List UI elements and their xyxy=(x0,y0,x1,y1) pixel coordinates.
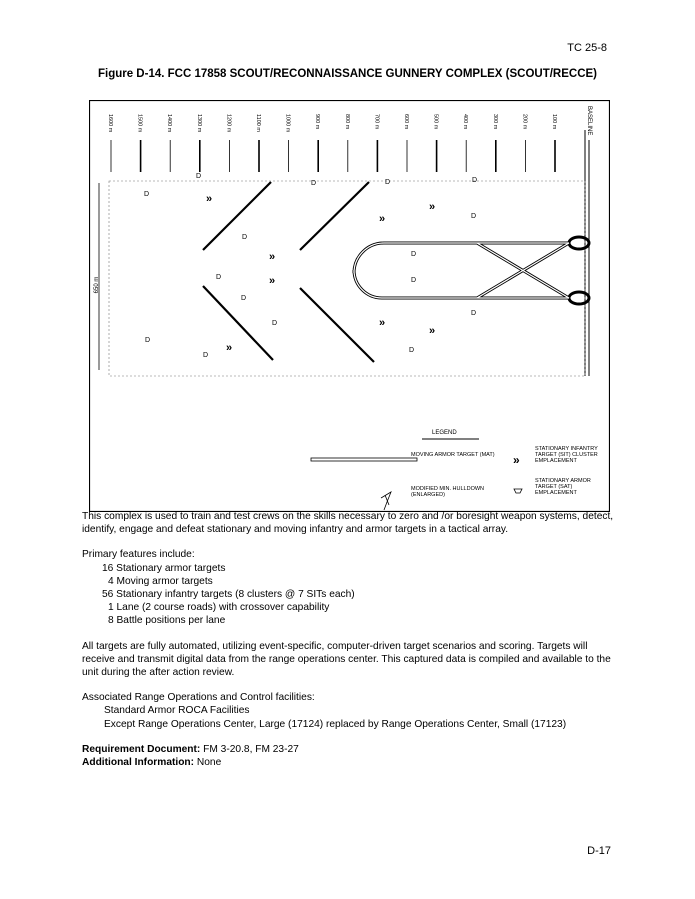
mat-legend-icon xyxy=(310,457,418,462)
facility-item: Except Range Operations Center, Large (1… xyxy=(104,718,567,730)
range-marker-label: 1400 m xyxy=(166,114,172,133)
range-marker-label: 400 m xyxy=(462,114,468,130)
page-number: D-17 xyxy=(587,845,611,857)
sat-legend-icon xyxy=(513,488,523,494)
range-marker-label: 300 m xyxy=(492,114,498,130)
feature-item: 16 Stationary armor targets xyxy=(102,562,226,574)
features-heading: Primary features include: xyxy=(82,549,195,561)
stationary-armor-target: D xyxy=(385,179,390,186)
sit-cluster-icon: » xyxy=(226,342,232,354)
range-marker-label: 1500 m xyxy=(137,114,143,133)
range-markers: 1600 m 1500 m 1400 m 1300 m 1200 m 1100 m 1000… xyxy=(107,114,557,172)
feature-item: 1 Lane (2 course roads) with crossover c… xyxy=(108,602,330,614)
document-id: TC 25-8 xyxy=(567,42,607,54)
feature-item: 56 Stationary infantry targets (8 cluste… xyxy=(102,589,355,601)
sit-legend-icon: » xyxy=(513,453,520,467)
stationary-armor-target: D xyxy=(196,173,201,180)
stationary-armor-target: D xyxy=(411,251,416,258)
stationary-armor-target: D xyxy=(241,295,246,302)
course-road xyxy=(352,235,591,306)
range-marker-label: 1100 m xyxy=(255,114,261,132)
stationary-armor-target: D xyxy=(471,213,476,220)
sit-cluster-icon: » xyxy=(429,325,435,337)
moving-armor-tracks xyxy=(202,181,375,363)
info-label: Additional Information: xyxy=(82,757,195,769)
range-marker-label: 1600 m xyxy=(107,114,113,133)
range-diagram: 1600 m 1500 m 1400 m 1300 m 1200 m 1100 m 1000… xyxy=(89,100,610,512)
figure-title: Figure D-14. FCC 17858 SCOUT/RECONNAISSA… xyxy=(97,68,598,80)
legend-hulldown: MODIFIED MIN. HULLDOWN (ENLARGED) xyxy=(411,486,485,498)
range-marker-label: 1300 m xyxy=(196,114,202,133)
range-marker-label: 700 m xyxy=(373,114,379,130)
width-label: 650 m xyxy=(94,277,100,294)
stationary-armor-target: D xyxy=(409,347,414,354)
stationary-armor-target: D xyxy=(311,180,316,187)
additional-information: Additional Information: None xyxy=(82,756,622,769)
range-marker-label: 100 m xyxy=(551,114,557,130)
facility-item: Standard Armor ROCA Facilities xyxy=(104,705,250,717)
diagram-border xyxy=(89,100,610,512)
stationary-armor-target: D xyxy=(471,310,476,317)
hulldown-legend-icon xyxy=(380,491,392,511)
range-boundary xyxy=(108,180,586,377)
automation-paragraph: All targets are fully automated, utilizi… xyxy=(82,640,611,679)
stationary-armor-target: D xyxy=(145,337,150,344)
sit-clusters: » » » » » » » » xyxy=(206,193,435,354)
stationary-armor-target: D xyxy=(472,177,477,184)
info-value: None xyxy=(194,757,222,769)
range-marker-label: 500 m xyxy=(433,114,439,130)
sit-cluster-icon: » xyxy=(269,251,275,263)
features-list: 16 Stationary armor targets 4 Moving arm… xyxy=(82,562,622,628)
legend-mat: MOVING ARMOR TARGET (MAT) xyxy=(411,452,495,458)
range-marker-label: 1000 m xyxy=(285,114,291,133)
req-value: FM 3-20.8, FM 23-27 xyxy=(200,743,299,755)
range-marker-label: 900 m xyxy=(314,114,320,130)
sit-cluster-icon: » xyxy=(429,201,435,213)
range-marker-label: 600 m xyxy=(403,114,409,130)
sit-cluster-icon: » xyxy=(206,193,212,205)
stationary-armor-target: D xyxy=(272,320,277,327)
legend-sit: STATIONARY INFANTRY TARGET (SIT) CLUSTER… xyxy=(535,446,598,464)
range-marker-label: 1200 m xyxy=(225,114,231,133)
sit-cluster-icon: » xyxy=(379,213,385,225)
feature-item: 8 Battle positions per lane xyxy=(108,615,226,627)
intro-paragraph: This complex is used to train and test c… xyxy=(82,511,614,536)
stationary-armor-target: D xyxy=(242,234,247,241)
baseline-label: BASELINE xyxy=(586,106,592,135)
targets: D D D D D D D D D D D D D D D D xyxy=(144,173,477,359)
range-marker-label: 200 m xyxy=(521,114,527,130)
legend-title: LEGEND xyxy=(432,430,457,436)
stationary-armor-target: D xyxy=(144,191,149,198)
requirement-document: Requirement Document: FM 3-20.8, FM 23-2… xyxy=(82,743,622,756)
stationary-armor-target: D xyxy=(411,277,416,284)
stationary-armor-target: D xyxy=(203,352,208,359)
feature-item: 4 Moving armor targets xyxy=(108,575,213,587)
range-marker-label: 800 m xyxy=(344,114,350,130)
facilities-heading: Associated Range Operations and Control … xyxy=(82,692,315,704)
sit-cluster-icon: » xyxy=(269,275,275,287)
stationary-armor-target: D xyxy=(216,274,221,281)
body-text: This complex is used to train and test c… xyxy=(82,510,622,769)
sit-cluster-icon: » xyxy=(379,317,385,329)
req-label: Requirement Document: xyxy=(82,743,201,755)
legend-sat: STATIONARY ARMOR TARGET (SAT) EMPLACEMEN… xyxy=(535,478,591,496)
